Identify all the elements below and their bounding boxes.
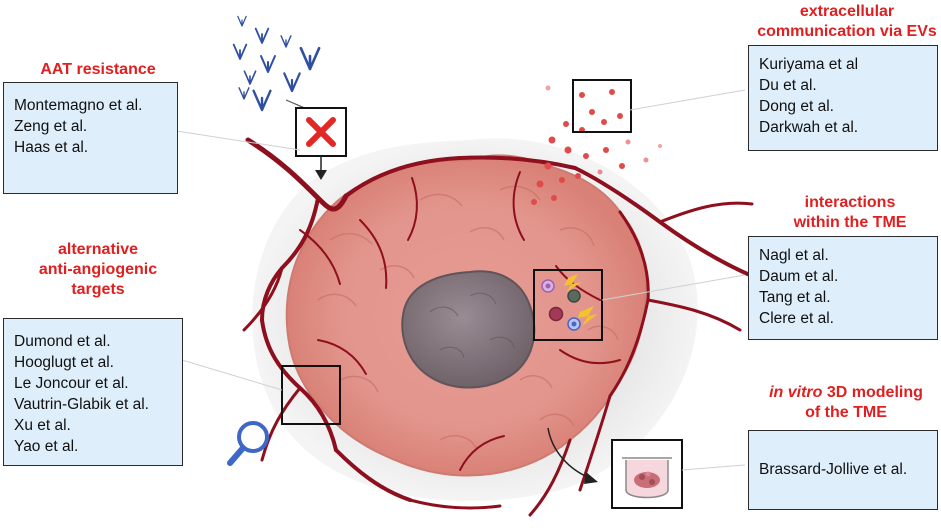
ev-heading: extracellular communication via EVs (757, 3, 937, 40)
ev-zoom-box (572, 79, 632, 133)
ref-item: Hooglugt et al. (14, 354, 114, 371)
vessel-zoom-box (281, 365, 341, 425)
invitro-ref-box: Brassard-Jollive et al. (748, 430, 938, 510)
immune-cell-icon (541, 274, 598, 331)
core-texture (429, 292, 515, 359)
ref-item: Kuriyama et al (759, 56, 859, 73)
ref-item: Le Joncour et al. (14, 375, 129, 392)
ref-item: Brassard-Jollive et al. (759, 461, 908, 478)
ref-item: Tang et al. (759, 289, 831, 306)
ref-item: Zeng et al. (14, 118, 88, 135)
culture-well-icon (622, 457, 672, 499)
ref-item: Vautrin-Glabik et al. (14, 396, 149, 413)
ev-ref-box: Kuriyama et al Du et al. Dong et al. Dar… (748, 45, 938, 151)
alternative-heading: alternative anti-angiogenic targets (38, 241, 158, 298)
aat-ref-box: Montemagno et al. Zeng et al. Haas et al… (3, 82, 178, 194)
extracellular-vesicle-icon (531, 85, 662, 205)
ref-item: Yao et al. (14, 438, 79, 455)
ref-item: Darkwah et al. (759, 119, 859, 136)
ref-item: Daum et al. (759, 268, 839, 285)
ref-item: Du et al. (759, 77, 817, 94)
alternative-ref-box: Dumond et al. Hooglugt et al. Le Joncour… (3, 318, 183, 466)
blocked-cross-icon (306, 117, 336, 147)
blood-vessels (242, 137, 754, 517)
antibody-icon (232, 15, 321, 112)
tumor-lobes (317, 185, 619, 449)
tme-heading: interactions within the TME (793, 194, 907, 231)
ref-item: Clere et al. (759, 310, 834, 327)
invitro-heading: in vitro 3D modeling of the TME (769, 384, 923, 421)
tumor-core (401, 270, 536, 389)
ref-item: Haas et al. (14, 139, 89, 156)
ref-item: Montemagno et al. (14, 97, 143, 114)
tme-zoom-box (533, 269, 603, 341)
ref-item: Nagl et al. (759, 247, 829, 264)
tme-ref-box: Nagl et al. Daum et al. Tang et al. Cler… (748, 236, 938, 340)
well-arrow (547, 427, 591, 479)
magnifier-icon (227, 421, 269, 466)
ref-item: Dong et al. (759, 98, 834, 115)
aat-heading: AAT resistance (40, 61, 156, 78)
connectors (169, 89, 746, 471)
ref-item: Xu et al. (14, 417, 71, 434)
ref-item: Dumond et al. (14, 333, 111, 350)
